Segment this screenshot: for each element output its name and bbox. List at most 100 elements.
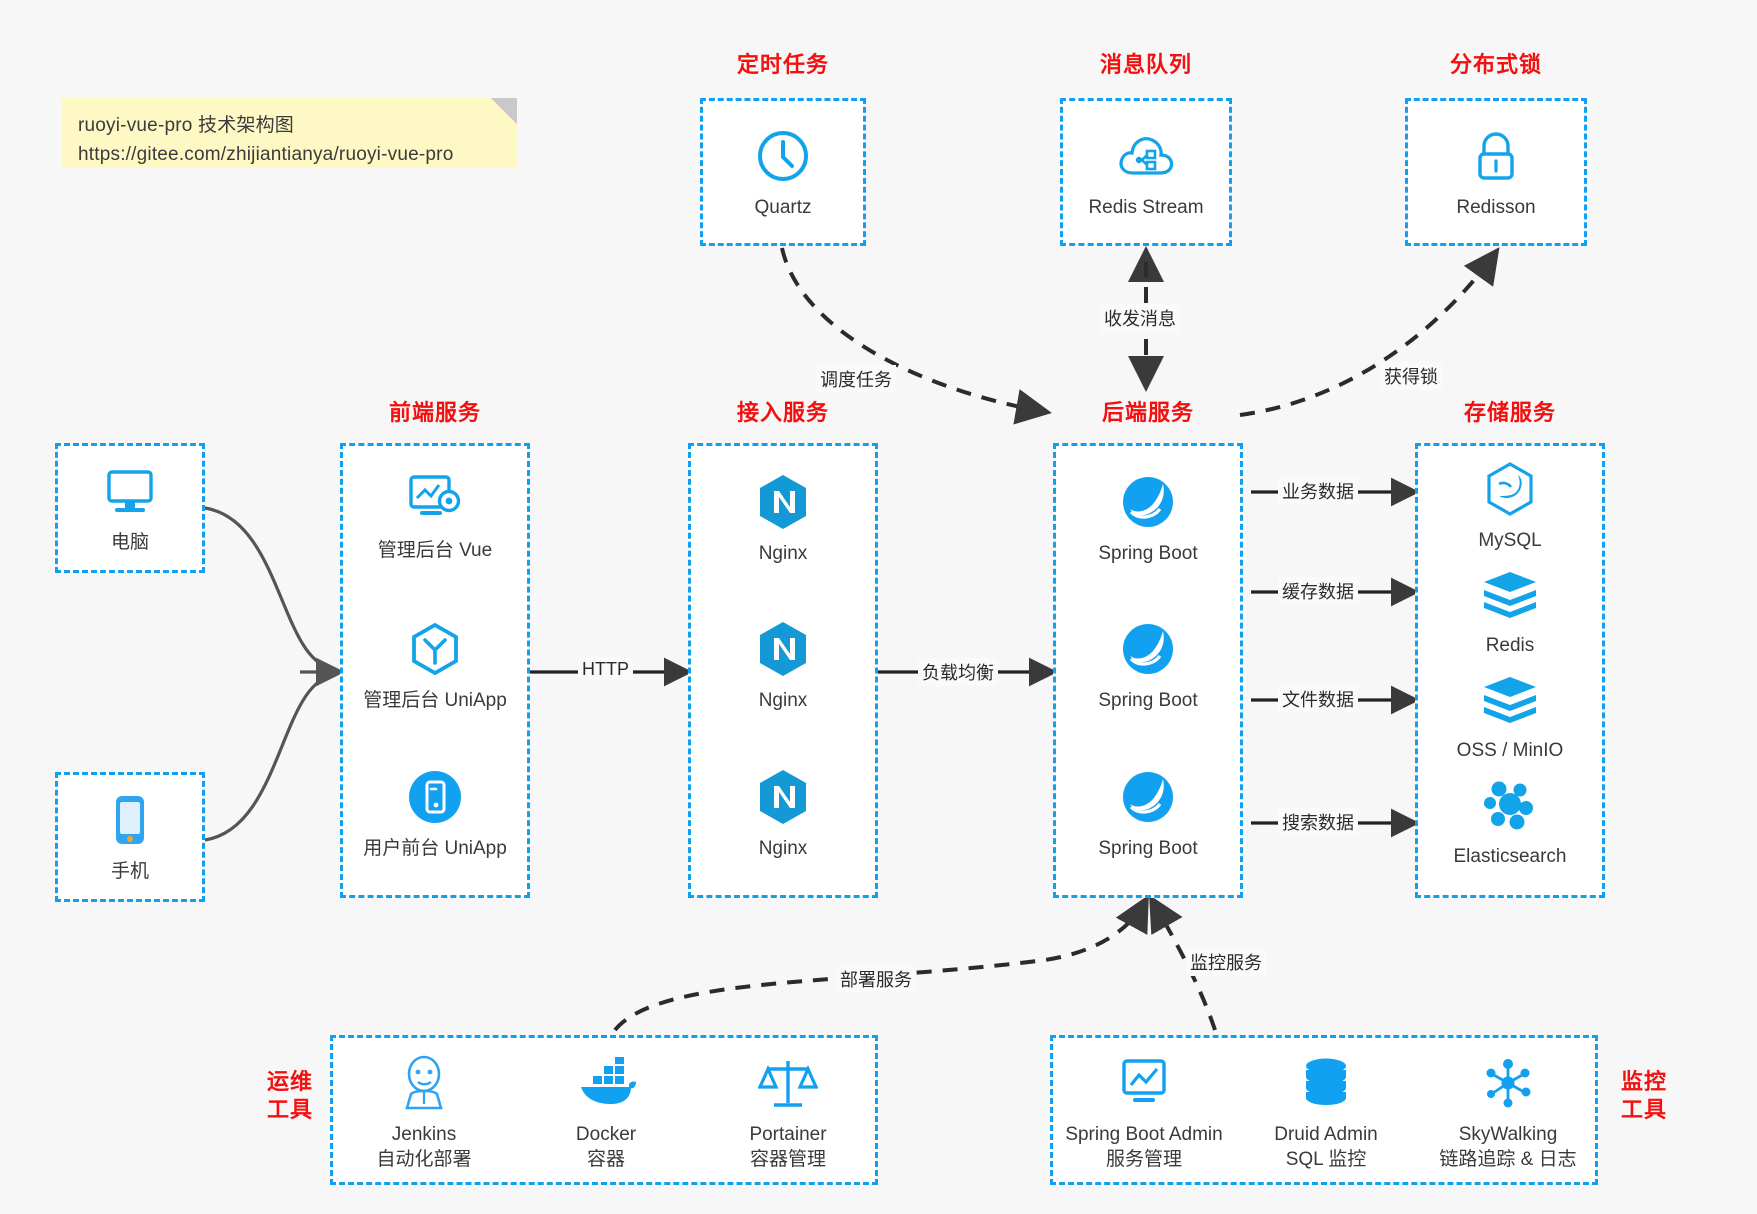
group-title-gateway: 接入服务 xyxy=(736,400,829,425)
node-sublabel: 链路追踪 & 日志 xyxy=(1439,1148,1577,1170)
skywalking-icon xyxy=(1417,1052,1599,1114)
node-label: 管理后台 UniApp xyxy=(363,690,507,711)
group-box-backend: Spring Boot Spring Boot Spring Boot xyxy=(1053,443,1243,898)
nginx-icon xyxy=(691,471,875,533)
node-label: Spring Boot xyxy=(1098,543,1198,564)
node-quartz[interactable]: Quartz xyxy=(703,125,863,221)
node-label: SkyWalking xyxy=(1458,1124,1558,1145)
redis-stack-icon xyxy=(1418,668,1602,730)
lock-icon xyxy=(1408,125,1584,187)
node-label: MySQL xyxy=(1478,530,1542,551)
nginx-icon xyxy=(691,766,875,828)
group-box-gateway: Nginx Nginx Nginx xyxy=(688,443,878,898)
node-label: Portainer xyxy=(749,1124,827,1145)
cloud-stream-icon xyxy=(1063,125,1229,187)
node-druid-admin[interactable]: Druid Admin SQL 监控 xyxy=(1235,1052,1417,1172)
edge-label-file-data: 文件数据 xyxy=(1278,685,1358,713)
spring-leaf-icon xyxy=(1056,618,1240,680)
node-label: Nginx xyxy=(758,543,808,564)
spring-leaf-icon xyxy=(1056,766,1240,828)
node-label: Spring Boot xyxy=(1098,838,1198,859)
edge-label-monitoring: 监控服务 xyxy=(1186,948,1266,976)
node-label: Nginx xyxy=(758,838,808,859)
group-title-lock: 分布式锁 xyxy=(1449,52,1542,77)
node-admin-uniapp[interactable]: 管理后台 UniApp xyxy=(343,618,527,714)
node-label: Druid Admin xyxy=(1274,1124,1378,1145)
node-nginx-3[interactable]: Nginx xyxy=(691,766,875,862)
edge-label-cache-data: 缓存数据 xyxy=(1278,577,1358,605)
scales-icon xyxy=(697,1052,879,1114)
edge-label-search-data: 搜索数据 xyxy=(1278,808,1358,836)
group-box-storage: MySQL Redis OSS / MinIO xyxy=(1415,443,1605,898)
dashboard-gear-icon xyxy=(343,468,527,530)
group-box-devops: Jenkins 自动化部署 Docker 容器 xyxy=(330,1035,878,1185)
group-box-mq: Redis Stream xyxy=(1060,98,1232,246)
client-box-phone: 手机 xyxy=(55,772,205,902)
node-oss-minio[interactable]: OSS / MinIO xyxy=(1418,668,1602,764)
phone-icon xyxy=(58,789,202,851)
node-user-uniapp[interactable]: 用户前台 UniApp xyxy=(343,766,527,862)
node-spring-boot-2[interactable]: Spring Boot xyxy=(1056,618,1240,714)
group-title-storage: 存储服务 xyxy=(1463,400,1556,425)
node-spring-boot-admin[interactable]: Spring Boot Admin 服务管理 xyxy=(1053,1052,1235,1172)
diagram-note: ruoyi-vue-pro 技术架构图 https://gitee.com/zh… xyxy=(62,98,517,168)
nginx-icon xyxy=(691,618,875,680)
node-label: 电脑 xyxy=(110,532,149,553)
client-box-desktop: 电脑 xyxy=(55,443,205,573)
node-label: OSS / MinIO xyxy=(1456,740,1564,761)
node-redis[interactable]: Redis xyxy=(1418,563,1602,659)
node-admin-vue[interactable]: 管理后台 Vue xyxy=(343,468,527,564)
note-line-2: https://gitee.com/zhijiantianya/ruoyi-vu… xyxy=(78,144,454,166)
node-redis-stream[interactable]: Redis Stream xyxy=(1063,125,1229,221)
edge-label-deploy: 部署服务 xyxy=(836,965,916,993)
node-nginx-1[interactable]: Nginx xyxy=(691,471,875,567)
node-desktop[interactable]: 电脑 xyxy=(58,460,202,556)
edge-label-business-data: 业务数据 xyxy=(1278,477,1358,505)
mobile-circle-icon xyxy=(343,766,527,828)
elasticsearch-icon xyxy=(1418,774,1602,836)
edge-label-get-lock: 获得锁 xyxy=(1380,362,1442,390)
jenkins-butler-icon xyxy=(333,1052,515,1114)
node-spring-boot-3[interactable]: Spring Boot xyxy=(1056,766,1240,862)
node-label: Quartz xyxy=(754,197,812,218)
node-label: Nginx xyxy=(758,690,808,711)
note-fold-icon xyxy=(491,98,517,124)
docker-whale-icon xyxy=(515,1052,697,1114)
desktop-icon xyxy=(58,460,202,522)
node-docker[interactable]: Docker 容器 xyxy=(515,1052,697,1172)
group-title-monitor-line2: 工具 xyxy=(1620,1096,1667,1122)
node-mysql[interactable]: MySQL xyxy=(1418,458,1602,554)
group-title-frontend: 前端服务 xyxy=(388,400,481,425)
group-box-frontend: 管理后台 Vue 管理后台 UniApp 用户前台 UniApp xyxy=(340,443,530,898)
group-title-devops-line2: 工具 xyxy=(266,1096,313,1122)
group-title-monitor: 监控 工具 xyxy=(1612,1068,1676,1123)
node-label: 管理后台 Vue xyxy=(377,540,493,561)
node-label: 手机 xyxy=(110,861,149,882)
edge-label-schedule: 调度任务 xyxy=(816,365,896,393)
node-spring-boot-1[interactable]: Spring Boot xyxy=(1056,471,1240,567)
node-skywalking[interactable]: SkyWalking 链路追踪 & 日志 xyxy=(1417,1052,1599,1172)
node-phone[interactable]: 手机 xyxy=(58,789,202,885)
database-icon xyxy=(1235,1052,1417,1114)
edge-label-http: HTTP xyxy=(578,658,633,681)
clock-icon xyxy=(703,125,863,187)
node-redisson[interactable]: Redisson xyxy=(1408,125,1584,221)
redis-stack-icon xyxy=(1418,563,1602,625)
node-sublabel: 容器 xyxy=(586,1148,625,1170)
node-jenkins[interactable]: Jenkins 自动化部署 xyxy=(333,1052,515,1172)
node-label: Spring Boot Admin xyxy=(1065,1124,1223,1145)
node-portainer[interactable]: Portainer 容器管理 xyxy=(697,1052,879,1172)
node-sublabel: 容器管理 xyxy=(749,1148,826,1170)
node-nginx-2[interactable]: Nginx xyxy=(691,618,875,714)
node-label: Redis xyxy=(1485,635,1535,656)
group-title-devops-line1: 运维 xyxy=(266,1069,313,1094)
edge-label-load-balance: 负载均衡 xyxy=(918,658,998,686)
node-label: Elasticsearch xyxy=(1453,846,1567,867)
node-sublabel: SQL 监控 xyxy=(1285,1148,1367,1170)
node-elasticsearch[interactable]: Elasticsearch xyxy=(1418,774,1602,870)
node-sublabel: 自动化部署 xyxy=(376,1148,472,1170)
group-title-devops: 运维 工具 xyxy=(258,1068,322,1123)
hexagon-y-icon xyxy=(343,618,527,680)
group-title-mq: 消息队列 xyxy=(1099,52,1192,77)
